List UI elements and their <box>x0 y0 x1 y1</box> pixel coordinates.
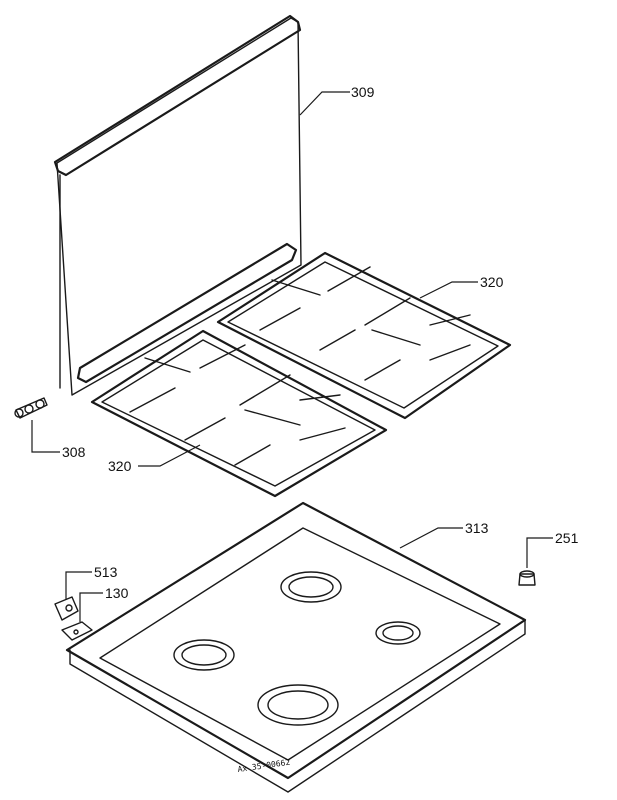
label-309: 309 <box>351 84 375 100</box>
label-313: 313 <box>465 520 489 536</box>
label-130: 130 <box>105 585 129 601</box>
label-251: 251 <box>555 530 579 546</box>
pan-support-grid-left <box>90 329 388 498</box>
label-320-left: 320 <box>108 458 132 474</box>
label-513: 513 <box>94 564 118 580</box>
bracket-part <box>61 621 93 641</box>
pan-support-grid-right <box>216 251 512 420</box>
leader-lines <box>31 91 553 622</box>
hinge-part <box>54 596 79 621</box>
reference-code: Ax 35-00662 <box>237 758 291 774</box>
hob-top-plate <box>65 501 527 793</box>
label-308: 308 <box>62 444 86 460</box>
gas-connector-part <box>14 397 48 419</box>
glass-lid-part <box>53 14 302 396</box>
label-320-right: 320 <box>480 274 504 290</box>
knob-part <box>518 570 536 586</box>
